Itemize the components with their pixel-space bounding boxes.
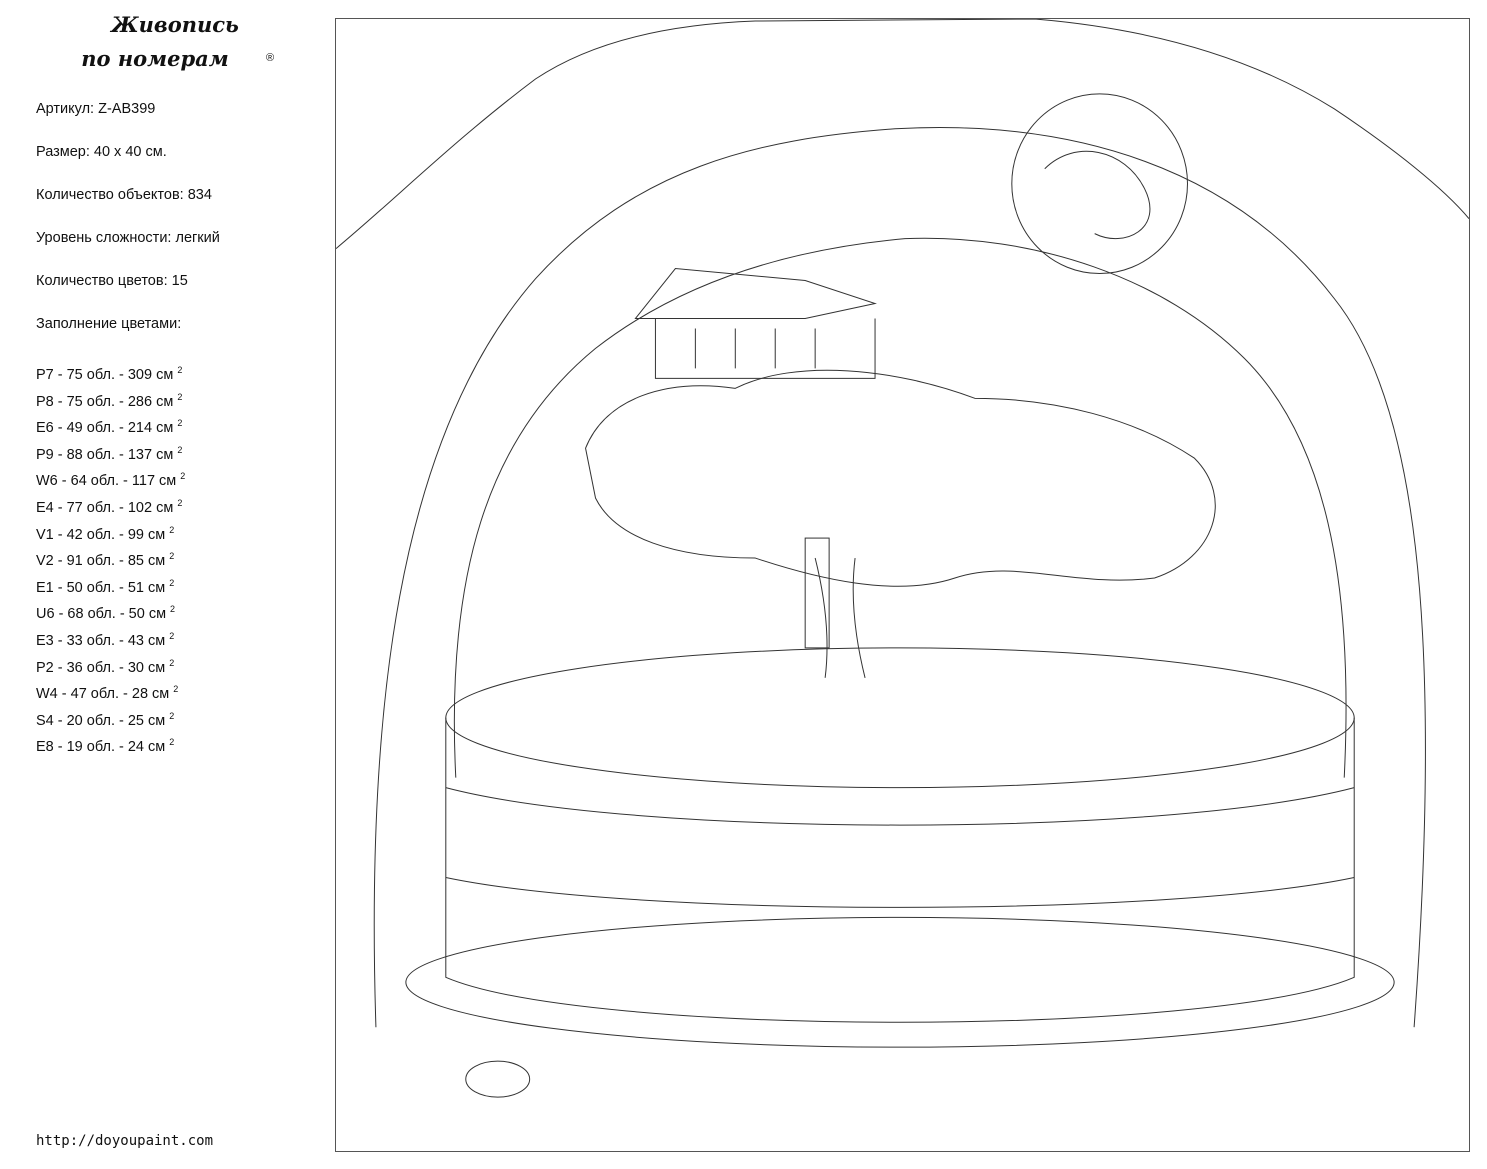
square-superscript: 2: [177, 418, 183, 429]
outer-dome-outline: [335, 18, 1470, 249]
square-superscript: 2: [177, 365, 183, 375]
square-superscript: 2: [177, 497, 183, 508]
registered-mark: ®: [266, 52, 275, 64]
moon: [1011, 93, 1188, 275]
house: [634, 268, 877, 379]
color-legend-text: P7 - 75 обл. - 309 см: [36, 367, 174, 383]
brand-title-line2: по номерам: [81, 46, 229, 71]
tree-trunk: [814, 557, 866, 678]
square-superscript: 2: [177, 391, 183, 402]
color-legend-text: P2 - 36 обл. - 30 см: [36, 659, 166, 676]
color-legend-text: P8 - 75 обл. - 286 см: [36, 393, 174, 410]
article-text: Артикул: Z-AB399: [36, 101, 156, 117]
cake-side: [445, 717, 1355, 1023]
color-legend-text: E3 - 33 обл. - 43 см: [36, 632, 166, 649]
color-legend-text: S4 - 20 обл. - 25 см: [36, 712, 166, 729]
plate-coin: [465, 1060, 531, 1098]
color-legend-text: E8 - 19 обл. - 24 см: [36, 739, 166, 756]
color-legend-text: V1 - 42 обл. - 99 см: [36, 526, 166, 543]
website-link[interactable]: http://doyoupaint.com: [36, 1133, 214, 1149]
color-legend-text: U6 - 68 обл. - 50 см: [36, 606, 167, 623]
ladder: [804, 537, 830, 649]
fill-heading: Заполнение цветами:: [36, 316, 182, 332]
square-superscript: 2: [169, 737, 175, 748]
color-legend-text: E6 - 49 обл. - 214 см: [36, 420, 174, 437]
colors-count-text: Количество цветов: 15: [36, 273, 188, 289]
cake-plate: [405, 916, 1395, 1048]
line-art-illustration: [335, 18, 1470, 1098]
size-text: Размер: 40 x 40 см.: [36, 144, 167, 160]
square-superscript: 2: [173, 684, 179, 695]
square-superscript: 2: [169, 630, 175, 641]
color-legend-text: E1 - 50 обл. - 51 см: [36, 579, 166, 596]
square-superscript: 2: [177, 444, 183, 455]
square-superscript: 2: [169, 551, 175, 562]
inner-dome-outline: [373, 127, 1426, 1028]
square-superscript: 2: [169, 524, 175, 535]
color-legend-text: P9 - 88 обл. - 137 см: [36, 446, 174, 463]
color-legend-text: V2 - 91 обл. - 85 см: [36, 553, 166, 570]
square-superscript: 2: [170, 604, 176, 615]
objects-count-text: Количество объектов: 834: [36, 187, 212, 203]
brand-title-line1: Живопись: [111, 12, 239, 37]
color-legend-text: W6 - 64 обл. - 117 см: [36, 473, 177, 490]
coloring-canvas: [335, 18, 1470, 1152]
square-superscript: 2: [180, 471, 186, 482]
square-superscript: 2: [169, 710, 175, 721]
cake-top: [445, 647, 1355, 789]
color-legend-text: E4 - 77 обл. - 102 см: [36, 499, 174, 516]
square-superscript: 2: [169, 577, 175, 588]
difficulty-text: Уровень сложности: легкий: [36, 230, 220, 246]
color-legend-text: W4 - 47 обл. - 28 см: [36, 686, 170, 703]
square-superscript: 2: [169, 657, 175, 668]
tree-canopy: [585, 369, 1216, 587]
